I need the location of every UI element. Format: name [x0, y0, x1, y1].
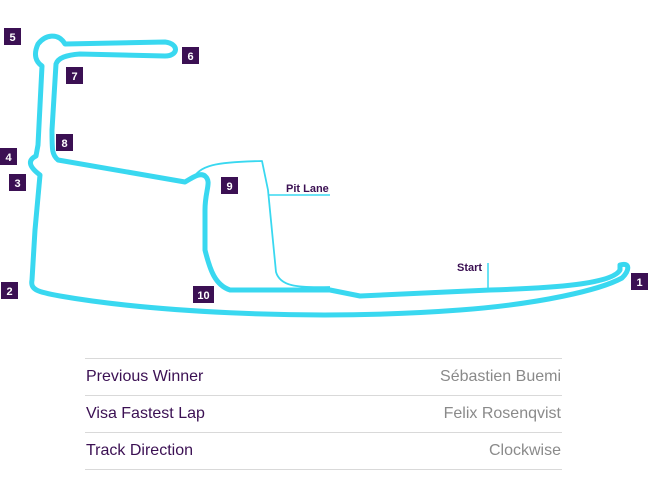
- info-row-previous-winner: Previous Winner Sébastien Buemi: [85, 359, 562, 396]
- start-label: Start: [457, 262, 482, 274]
- svg-text:5: 5: [9, 32, 15, 44]
- corner-badge-8: 8: [56, 134, 73, 151]
- pit-lane-path: [191, 160, 331, 289]
- svg-text:7: 7: [71, 71, 77, 83]
- info-row-track-direction: Track Direction Clockwise: [85, 433, 562, 470]
- svg-text:10: 10: [197, 290, 209, 302]
- svg-text:9: 9: [226, 181, 232, 193]
- svg-text:1: 1: [636, 277, 642, 289]
- corner-badge-10: 10: [193, 286, 214, 303]
- svg-text:2: 2: [6, 286, 12, 298]
- info-label: Track Direction: [86, 442, 193, 459]
- corner-badge-4: 4: [0, 148, 17, 165]
- info-label: Visa Fastest Lap: [86, 405, 205, 422]
- info-value: Felix Rosenqvist: [443, 405, 561, 422]
- info-row-fastest-lap: Visa Fastest Lap Felix Rosenqvist: [85, 396, 562, 433]
- race-info-table: Previous Winner Sébastien Buemi Visa Fas…: [85, 358, 562, 470]
- info-value: Clockwise: [488, 442, 561, 459]
- corner-badge-9: 9: [221, 177, 238, 194]
- svg-text:3: 3: [14, 178, 20, 190]
- corner-badge-7: 7: [66, 67, 83, 84]
- corner-badge-2: 2: [1, 282, 18, 299]
- svg-text:4: 4: [5, 152, 12, 164]
- svg-text:6: 6: [187, 51, 193, 63]
- corner-badge-3: 3: [9, 174, 26, 191]
- track-map: Pit Lane Start 1 2 3 4 5 6 7 8 9 10: [0, 28, 648, 318]
- corner-badge-6: 6: [182, 47, 199, 64]
- svg-text:8: 8: [61, 138, 67, 150]
- pit-lane-label: Pit Lane: [286, 183, 329, 195]
- info-label: Previous Winner: [86, 368, 204, 385]
- info-value: Sébastien Buemi: [440, 368, 561, 385]
- track-outline: [28, 33, 631, 318]
- corner-badge-5: 5: [4, 28, 21, 45]
- corner-badge-1: 1: [631, 273, 648, 290]
